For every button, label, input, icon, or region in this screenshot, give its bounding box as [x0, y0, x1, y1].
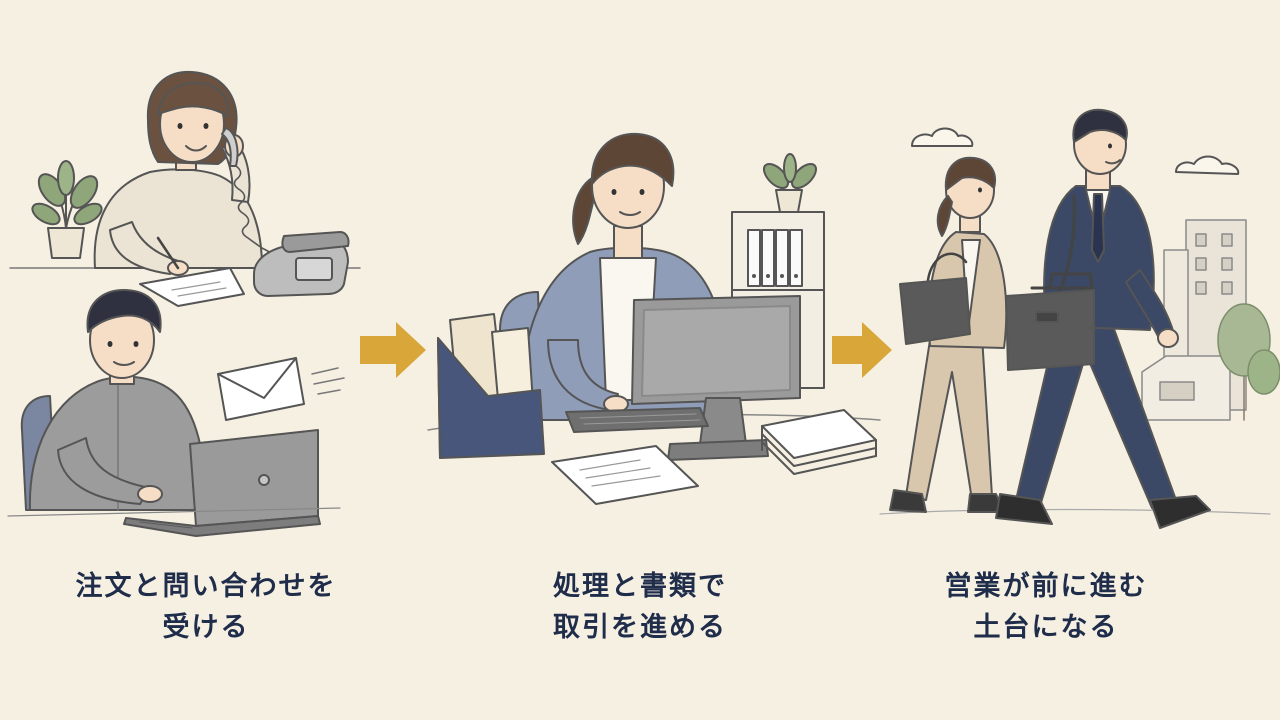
panel-process-documents	[427, 132, 881, 505]
phone-icon	[253, 231, 350, 297]
woman-at-desk	[520, 132, 728, 421]
file-box-icon	[437, 313, 545, 459]
caption-line: 取引を進める	[553, 612, 727, 643]
caption-line: 受ける	[162, 612, 250, 643]
arrow-right-icon	[360, 322, 426, 378]
caption-line: 注文と問い合わせを	[75, 571, 337, 602]
cloud-icon	[1175, 155, 1240, 175]
monitor-icon	[631, 295, 801, 461]
man-on-laptop	[20, 289, 207, 511]
document-stack-icon	[761, 409, 877, 475]
woman-on-phone	[93, 70, 277, 276]
panel-support-sales	[879, 108, 1280, 529]
document-stack-icon	[551, 445, 699, 505]
panel-receive-orders	[7, 70, 361, 537]
plant-icon	[31, 160, 103, 259]
caption-support-sales: 営業が前に進む 土台になる	[866, 566, 1226, 648]
caption-receive-orders: 注文と問い合わせを 受ける	[26, 566, 386, 648]
tote-bag-icon	[899, 252, 971, 345]
man-walking	[995, 108, 1211, 529]
briefcase-icon	[1005, 272, 1095, 371]
paper-sheet-icon	[139, 267, 245, 307]
caption-process-documents: 処理と書類で 取引を進める	[460, 566, 820, 648]
plant-icon	[762, 153, 818, 213]
woman-walking	[889, 156, 1008, 513]
house-icon	[1141, 355, 1231, 421]
envelope-icon	[217, 357, 345, 421]
tree-icon	[1217, 303, 1280, 421]
cloud-icon	[911, 127, 974, 147]
keyboard-icon	[565, 407, 709, 433]
laptop-icon	[123, 429, 321, 537]
caption-line: 土台になる	[973, 612, 1119, 643]
arrow-right-icon	[832, 322, 892, 378]
caption-line: 営業が前に進む	[944, 571, 1148, 602]
caption-line: 処理と書類で	[553, 571, 727, 602]
